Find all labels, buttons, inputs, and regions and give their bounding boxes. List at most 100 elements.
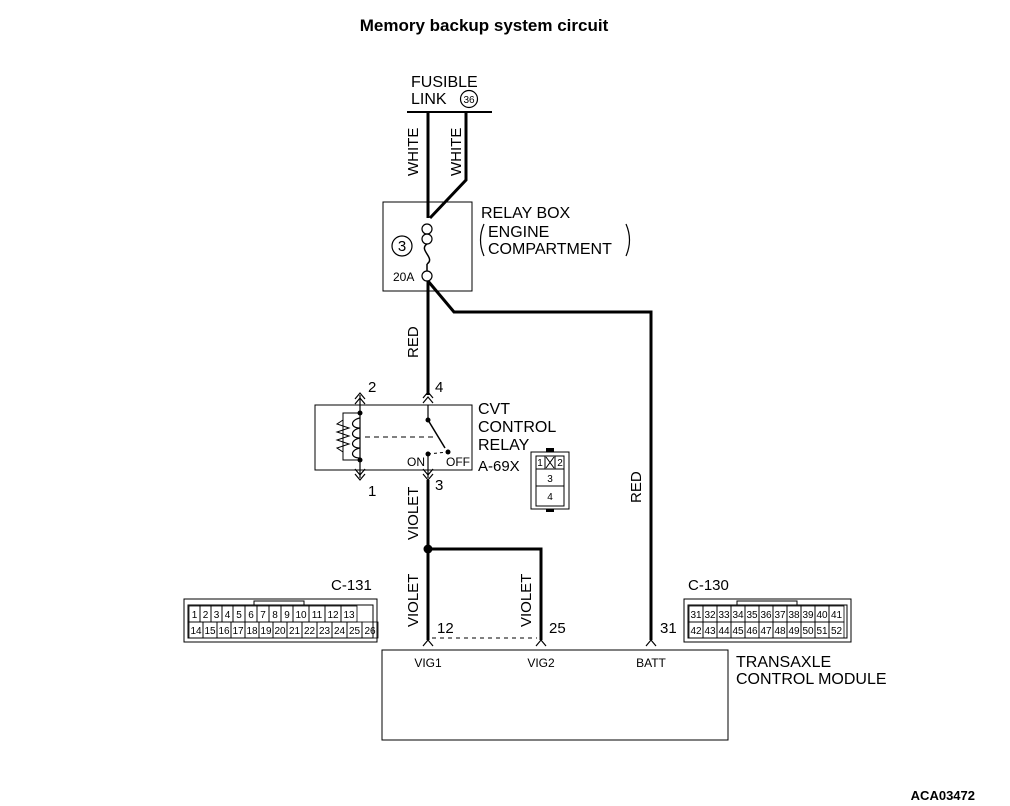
connector-pin-label: 1 — [192, 610, 198, 621]
tcm-terminals: 12 25 31 — [422, 620, 677, 647]
fusible-link-label-2: LINK — [411, 91, 447, 108]
connector-pin-label: 16 — [218, 626, 230, 637]
connector-pin-label: 10 — [295, 610, 307, 621]
fusible-link-label-1: FUSIBLE — [411, 74, 478, 91]
wire-color-white-right: WHITE — [448, 128, 465, 176]
violet-wires: VIOLET VIOLET VIOLET — [405, 480, 543, 640]
diagram-title: Memory backup system circuit — [360, 16, 609, 35]
connector-pin-label: 17 — [232, 626, 244, 637]
connector-c130-name: C-130 — [688, 577, 729, 594]
connector-pin-label: 6 — [248, 610, 254, 621]
relay-resistor — [335, 419, 351, 453]
connector-pin-label: 49 — [788, 626, 800, 637]
connector-pin-label: 31 — [690, 610, 702, 621]
cvt-relay-connector: A-69X — [478, 458, 520, 475]
connector-pin-label: 37 — [774, 610, 786, 621]
connector-pin-label: 51 — [816, 626, 828, 637]
relay-switch-arm — [427, 419, 446, 449]
connector-pin-label: 33 — [718, 610, 730, 621]
connector-pin-label: 45 — [732, 626, 744, 637]
cvt-relay-label-2: CONTROL — [478, 419, 556, 436]
connector-pin-label: 48 — [774, 626, 786, 637]
connector-pin-label: 18 — [246, 626, 258, 637]
connector-c131-outer — [183, 598, 378, 643]
tcm-vig1-arrow — [422, 639, 434, 647]
connector-pin-label: 4 — [225, 610, 231, 621]
fuse-number-circle — [391, 235, 413, 257]
wire-color-violet-lower: VIOLET — [405, 574, 422, 627]
violet-splice — [423, 544, 433, 554]
connector-pin-label: 52 — [831, 626, 843, 637]
connector-cell — [828, 621, 845, 639]
relay-coil — [351, 417, 361, 459]
fuse-terminal-bottom — [421, 270, 433, 282]
connector-cell-3: 3 — [547, 474, 553, 485]
connector-pin-label: 21 — [289, 626, 301, 637]
tcm-outline — [381, 649, 729, 741]
connector-pin-label: 5 — [236, 610, 242, 621]
connector-pin-label: 8 — [272, 610, 278, 621]
connector-pin-label: 43 — [704, 626, 716, 637]
connector-pin-label: 42 — [690, 626, 702, 637]
relay-box-label-2: ENGINE — [488, 224, 549, 241]
tcm-pin-31: 31 — [660, 620, 677, 637]
connector-pin-label: 9 — [284, 610, 290, 621]
tcm-term-vig2: VIG2 — [527, 656, 555, 670]
relay-pin-1: 1 — [368, 483, 376, 500]
red-wires: RED RED — [405, 280, 653, 640]
relay-box-label-3: COMPARTMENT — [488, 241, 612, 258]
cvt-control-relay: ON OFF 2 4 1 3 CVT CONTROL RELAY A-69X — [314, 379, 556, 500]
connector-pin-label: 12 — [327, 610, 339, 621]
connector-pin-label: 38 — [788, 610, 800, 621]
wire-color-white-left: WHITE — [405, 128, 422, 176]
connector-pin-label: 44 — [718, 626, 730, 637]
connector-pin-label: 25 — [349, 626, 361, 637]
connector-face-blank-x2 — [545, 456, 555, 469]
connector-pin-label: 20 — [274, 626, 286, 637]
relay-pin4-arrow — [422, 391, 434, 404]
connector-pin-label: 47 — [760, 626, 772, 637]
connector-pin-label: 11 — [312, 610, 323, 621]
tcm-pin-12: 12 — [437, 620, 454, 637]
connector-pin-label: 46 — [746, 626, 758, 637]
cvt-relay-label-3: RELAY — [478, 437, 530, 454]
relay-box-paren-right — [625, 223, 631, 257]
fuse-element — [423, 243, 431, 265]
relay-pin-4: 4 — [435, 379, 443, 396]
figure-id: ACA03472 — [911, 788, 975, 803]
transaxle-control-module: VIG1 VIG2 BATT TRANSAXLE CONTROL MODULE — [381, 649, 887, 741]
fuse-rating: 20A — [393, 270, 414, 284]
cvt-relay-outline — [314, 404, 473, 471]
connector-pin-label: 34 — [732, 610, 744, 621]
connector-c130-outer — [683, 598, 852, 643]
connector-face-latch-bottom — [546, 509, 554, 512]
tcm-term-vig1: VIG1 — [414, 656, 442, 670]
red-wire-batt — [426, 280, 653, 640]
cvt-relay-label-1: CVT — [478, 401, 510, 418]
relay-switch-on: ON — [407, 455, 425, 469]
white-wire-right — [428, 112, 468, 220]
relay-resistor-loop — [342, 412, 360, 461]
connector-cell-2: 2 — [557, 458, 563, 469]
connector-pin-label: 35 — [746, 610, 758, 621]
fusible-link-number: 36 — [463, 95, 475, 106]
relay-pin-2: 2 — [368, 379, 376, 396]
connector-pin-label: 19 — [260, 626, 272, 637]
connector-pin-label: 41 — [831, 610, 843, 621]
connector-pin-label: 3 — [214, 610, 220, 621]
connector-pin-label: 39 — [802, 610, 814, 621]
fuse-number: 3 — [398, 238, 406, 255]
connector-pin-label: 14 — [190, 626, 202, 637]
fusible-link-number-circle — [459, 89, 479, 109]
relay-box-paren-left — [479, 223, 485, 257]
connector-c131-name: C-131 — [331, 577, 372, 594]
connector-pin-label: 24 — [334, 626, 346, 637]
connector-pin-label: 13 — [343, 610, 355, 621]
relay-pin2-arrow — [354, 392, 366, 405]
relay-contact-gap — [427, 451, 449, 455]
